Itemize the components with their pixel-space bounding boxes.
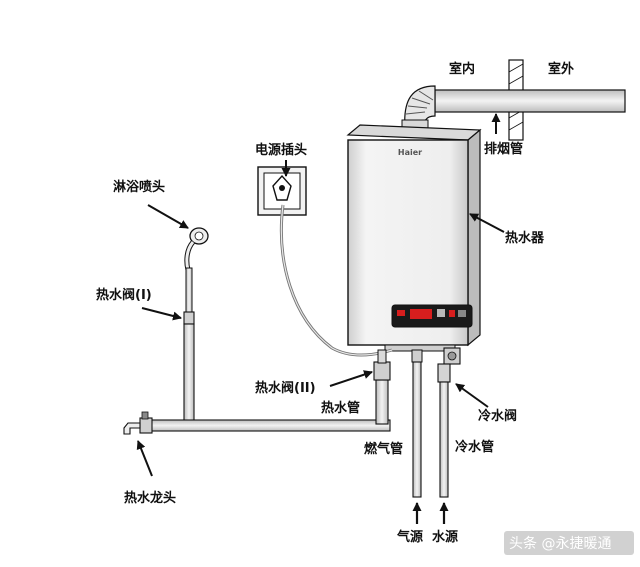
- pointer-hot-faucet: [136, 440, 153, 477]
- pointer-cold-valve: [455, 383, 489, 408]
- flue-pipe: [401, 85, 626, 131]
- label-gas-pipe: 燃气管: [364, 441, 403, 457]
- pointer-hot-valve-1: [141, 307, 182, 321]
- label-outdoor: 室外: [548, 61, 574, 77]
- label-hot-pipe: 热水管: [321, 400, 360, 416]
- shower-head: [184, 227, 209, 271]
- hot-water-pipe: [149, 267, 391, 432]
- control-panel: [391, 304, 473, 328]
- gas-pipe: [411, 349, 423, 498]
- watermark: 头条 @永捷暖通: [504, 531, 634, 555]
- label-indoor: 室内: [449, 61, 475, 77]
- water-heater: Haier: [346, 124, 482, 352]
- label-gas-source: 气源: [397, 529, 423, 545]
- label-flue-pipe: 排烟管: [484, 141, 523, 157]
- heater-brand-logo: Haier: [398, 148, 422, 157]
- label-power-plug: 电源插头: [255, 142, 307, 158]
- label-hot-faucet: 热水龙头: [124, 490, 176, 506]
- label-cold-valve: 冷水阀: [478, 408, 517, 424]
- label-cold-pipe: 冷水管: [455, 439, 494, 455]
- label-water-source: 水源: [432, 529, 458, 545]
- watermark-text: 头条 @永捷暖通: [509, 535, 611, 552]
- hot-faucet: [123, 411, 153, 435]
- pointer-hot-valve-2: [329, 370, 373, 387]
- cold-water-pipe: [437, 347, 461, 498]
- pointer-shower-head: [147, 204, 189, 229]
- label-heater: 热水器: [505, 230, 545, 246]
- label-hot-valve-1: 热水阀(I): [96, 287, 152, 303]
- pointer-heater: [469, 213, 505, 233]
- label-hot-valve-2: 热水阀(II): [255, 380, 316, 396]
- label-shower-head: 淋浴喷头: [113, 179, 165, 195]
